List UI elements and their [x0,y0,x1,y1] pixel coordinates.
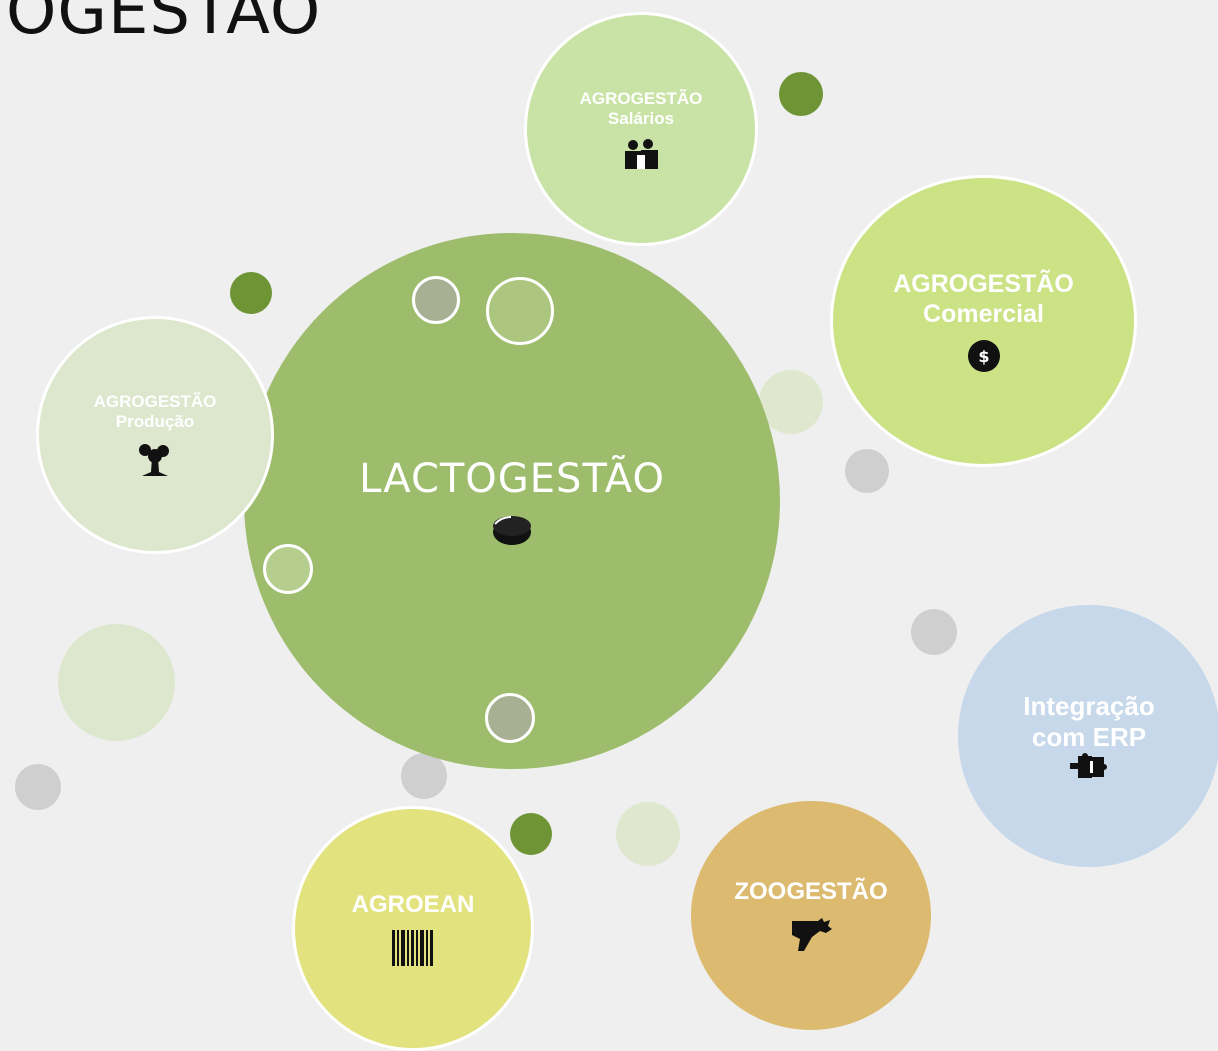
people-icon [625,139,658,170]
module-agrogestao-salarios[interactable]: AGROGESTÃO Salários [524,12,758,246]
svg-text:$: $ [978,347,989,366]
decor-dot-grey [845,449,889,493]
module-comercial-line1: AGROGESTÃO [893,270,1074,298]
module-integracao-erp[interactable]: Integração com ERP [958,605,1218,867]
decor-dot-dark-green [510,813,552,855]
module-agrogestao-comercial[interactable]: AGROGESTÃO Comercial $ [830,175,1137,467]
module-salarios-line2: Salários [607,109,675,128]
module-salarios-line1: AGROGESTÃO [579,88,703,108]
module-producao-line1: AGROGESTÃO [93,391,217,411]
module-lactogestao-label: LACTOGESTÃO [359,456,665,502]
module-zoogestao[interactable]: ZOOGESTÃO [691,801,931,1030]
module-agroean-label: AGROEAN [351,891,475,919]
cheese-icon [493,516,531,545]
module-comercial-line2: Comercial [923,300,1044,328]
decor-ring [263,544,313,594]
module-producao-line2: Produção [115,412,195,431]
decor-dot-grey [15,764,61,810]
decor-dot-pale-green [616,802,680,866]
decor-dot-grey [911,609,957,655]
page-title: OGESTÃO [6,0,322,49]
module-zoogestao-label: ZOOGESTÃO [734,878,888,906]
decor-dot-pale-green [58,624,175,741]
decor-ring [485,693,535,743]
decor-ring [486,277,554,345]
module-agrogestao-producao[interactable]: AGROGESTÃO Produção [36,316,274,554]
decor-ring [412,276,460,324]
dollar-icon: $ [967,340,1000,372]
decor-dot-pale-green [759,370,823,434]
puzzle-icon [1070,753,1107,779]
decor-dot-grey [401,753,447,799]
barcode-icon [392,929,433,966]
module-agroean[interactable]: AGROEAN [292,806,534,1051]
decor-dot-dark-green [230,272,272,314]
module-erp-line1: Integração [1023,690,1155,721]
bull-icon [792,917,832,951]
tree-icon [139,444,169,477]
module-erp-line2: com ERP [1031,722,1147,752]
decor-dot-dark-green [779,72,823,116]
